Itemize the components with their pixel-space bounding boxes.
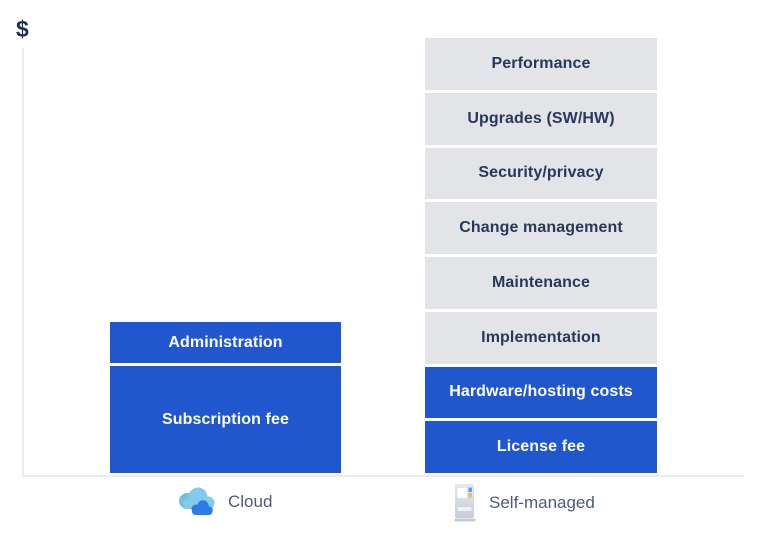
bar-segment-hardware-hosting: Hardware/hosting costs: [425, 366, 657, 419]
bar-segment-label: Hardware/hosting costs: [449, 383, 633, 401]
bar-segment-subscription-fee: Subscription fee: [110, 366, 341, 473]
bar-segment-change-management: Change management: [425, 202, 657, 254]
bar-segment-label: Maintenance: [491, 273, 590, 291]
x-axis-baseline: [22, 475, 744, 477]
y-axis-line: [22, 48, 24, 476]
legend-label-cloud: Cloud: [228, 491, 273, 511]
legend-item-self-managed: Self-managed: [454, 483, 595, 523]
bar-segment-label: Performance: [491, 54, 591, 72]
bar-self-managed: Performance Upgrades (SW/HW) Security/pr…: [425, 38, 657, 473]
bar-segment-administration: Administration: [110, 322, 341, 363]
bar-segment-label: Subscription fee: [162, 410, 289, 428]
legend-label-self-managed: Self-managed: [489, 493, 595, 512]
y-axis-currency-label: $: [16, 16, 29, 42]
bar-segment-label: Security/privacy: [478, 164, 604, 182]
bar-segment-label: Change management: [459, 219, 623, 237]
bar-segment-implementation: Implementation: [425, 311, 657, 364]
bar-segment-security-privacy: Security/privacy: [425, 147, 657, 200]
server-icon: [454, 483, 476, 523]
cloud-icon: [177, 486, 215, 517]
bar-segment-label: Upgrades (SW/HW): [467, 109, 615, 127]
bar-segment-upgrades: Upgrades (SW/HW): [425, 92, 657, 145]
bar-segment-label: License fee: [496, 438, 586, 456]
bar-segment-label: Administration: [168, 333, 283, 351]
bar-segment-maintenance: Maintenance: [425, 257, 657, 309]
bar-segment-license-fee: License fee: [425, 421, 657, 473]
bar-segment-performance: Performance: [425, 38, 657, 90]
bar-cloud: Administration Subscription fee: [110, 322, 341, 473]
bar-segment-label: Implementation: [481, 328, 601, 346]
legend-item-cloud: Cloud: [177, 486, 272, 517]
